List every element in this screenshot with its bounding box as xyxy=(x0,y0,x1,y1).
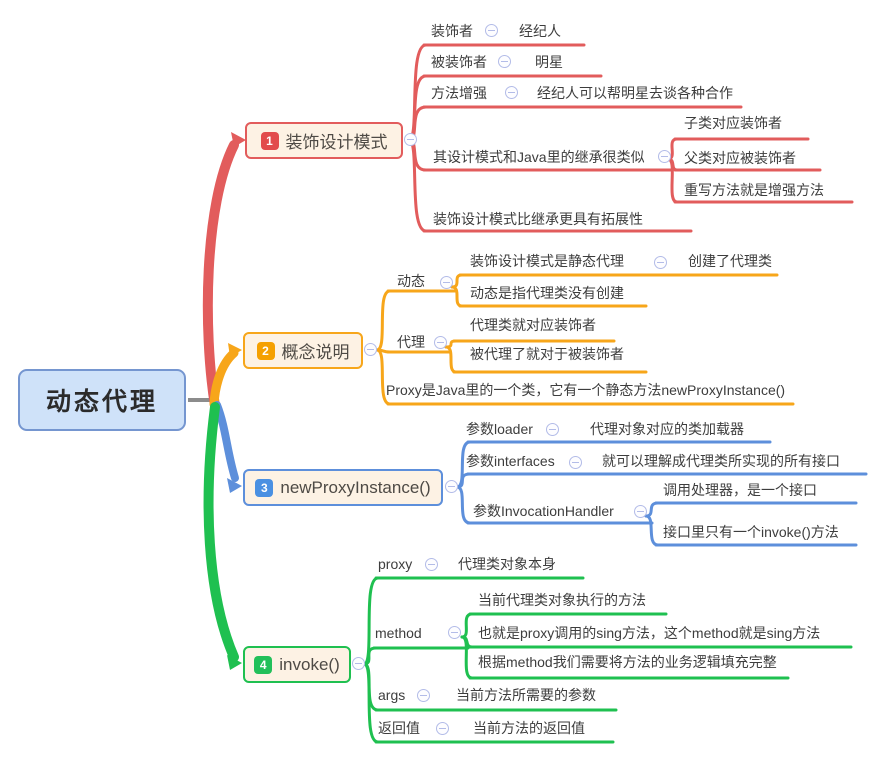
root-topic[interactable]: 动态代理 xyxy=(18,369,186,431)
node-method-desc1[interactable]: 当前代理类对象执行的方法 xyxy=(478,592,646,608)
node-param-loader[interactable]: 参数loader xyxy=(466,421,533,437)
collapse-icon[interactable] xyxy=(404,133,417,146)
node-decorator[interactable]: 装饰者 xyxy=(431,23,473,39)
node-method-enhance[interactable]: 方法增强 xyxy=(431,85,487,101)
node-arg-proxy-desc[interactable]: 代理类对象本身 xyxy=(458,556,556,572)
collapse-icon[interactable] xyxy=(485,24,498,37)
connector xyxy=(362,662,380,744)
branch2-arrow-icon xyxy=(228,343,242,357)
node-similar-to-inherit[interactable]: 其设计模式和Java里的继承很类似 xyxy=(433,149,645,165)
branch2-links xyxy=(375,273,795,406)
root-topic-label: 动态代理 xyxy=(45,388,158,416)
connector xyxy=(644,514,660,547)
branch2-curve xyxy=(209,348,239,409)
topic-label: newProxyInstance() xyxy=(280,477,431,497)
collapse-icon[interactable] xyxy=(425,558,438,571)
node-enhance-desc[interactable]: 经纪人可以帮明星去谈各种合作 xyxy=(537,85,733,101)
connector xyxy=(455,485,472,525)
node-args-desc[interactable]: 当前方法所需要的参数 xyxy=(456,687,596,703)
branch1-arrow-icon xyxy=(231,132,246,147)
collapse-icon[interactable] xyxy=(364,343,377,356)
collapse-icon[interactable] xyxy=(569,456,582,469)
collapse-icon[interactable] xyxy=(440,276,453,289)
node-proxy-class-desc[interactable]: Proxy是Java里的一个类，它有一个静态方法newProxyInstance… xyxy=(386,382,786,398)
collapse-icon[interactable] xyxy=(498,55,511,68)
collapse-icon[interactable] xyxy=(634,505,647,518)
collapse-icon[interactable] xyxy=(448,626,461,639)
node-override[interactable]: 重写方法就是增强方法 xyxy=(684,182,824,198)
priority-4-icon: 4 xyxy=(254,655,273,674)
branch3-curve xyxy=(213,401,239,482)
branch3-links xyxy=(455,440,868,547)
node-proxy[interactable]: 代理 xyxy=(397,334,425,350)
branch1-curve xyxy=(202,140,239,411)
collapse-icon[interactable] xyxy=(505,86,518,99)
topic-label: 概念说明 xyxy=(281,343,350,362)
node-superclass[interactable]: 父类对应被装饰者 xyxy=(684,150,796,166)
connector xyxy=(362,662,380,712)
node-handler-desc1[interactable]: 调用处理器，是一个接口 xyxy=(663,482,817,498)
connector xyxy=(375,348,392,406)
priority-3-icon: 3 xyxy=(255,478,274,497)
node-proxied-decorated[interactable]: 被代理了就对于被装饰者 xyxy=(470,346,624,362)
node-interfaces-desc[interactable]: 就可以理解成代理类所实现的所有接口 xyxy=(602,453,840,469)
node-dynamic-meaning[interactable]: 动态是指代理类没有创建 xyxy=(470,285,624,301)
node-return-desc[interactable]: 当前方法的返回值 xyxy=(473,720,585,736)
node-handler-desc2[interactable]: 接口里只有一个invoke()方法 xyxy=(663,524,839,540)
connector xyxy=(375,289,392,352)
branch3-arrow-icon xyxy=(227,478,242,493)
node-param-interfaces[interactable]: 参数interfaces xyxy=(466,453,555,469)
node-arg-proxy[interactable]: proxy xyxy=(378,556,413,572)
node-param-invocationhandler[interactable]: 参数InvocationHandler xyxy=(473,503,614,519)
collapse-icon[interactable] xyxy=(658,150,671,163)
collapse-icon[interactable] xyxy=(352,657,365,670)
priority-1-icon: 1 xyxy=(260,131,279,150)
connector xyxy=(644,501,660,518)
connector xyxy=(666,157,679,204)
node-method-desc2[interactable]: 也就是proxy调用的sing方法，这个method就是sing方法 xyxy=(478,625,821,641)
node-static-proxy[interactable]: 装饰设计模式是静态代理 xyxy=(470,253,624,269)
collapse-icon[interactable] xyxy=(434,336,447,349)
branch4-curve xyxy=(203,402,239,662)
topic-label: invoke() xyxy=(279,654,340,674)
node-created-proxy[interactable]: 创建了代理类 xyxy=(688,253,772,269)
node-method-desc3[interactable]: 根据method我们需要将方法的业务逻辑填充完整 xyxy=(478,654,777,670)
node-subclass[interactable]: 子类对应装饰者 xyxy=(684,115,782,131)
connector xyxy=(460,612,474,639)
node-loader-desc[interactable]: 代理对象对应的类加载器 xyxy=(590,421,744,437)
connector xyxy=(460,635,474,680)
node-proxy-decorator[interactable]: 代理类就对应装饰者 xyxy=(470,317,596,333)
topic-concept[interactable]: 2 概念说明 xyxy=(243,332,363,369)
node-return-value[interactable]: 返回值 xyxy=(378,720,420,736)
collapse-icon[interactable] xyxy=(654,256,667,269)
priority-2-icon: 2 xyxy=(256,341,275,360)
collapse-icon[interactable] xyxy=(445,480,458,493)
node-arg-method[interactable]: method xyxy=(375,625,422,641)
node-decorated[interactable]: 被装饰者 xyxy=(431,54,487,70)
node-dynamic[interactable]: 动态 xyxy=(397,273,425,289)
topic-newproxyinstance[interactable]: 3 newProxyInstance() xyxy=(243,469,443,506)
node-arg-args[interactable]: args xyxy=(378,687,406,703)
connector xyxy=(362,576,380,666)
node-star[interactable]: 明星 xyxy=(535,54,563,70)
connector xyxy=(407,138,428,233)
topic-decorator-pattern[interactable]: 1 装饰设计模式 xyxy=(245,122,403,159)
branch4-links xyxy=(362,576,853,744)
collapse-icon[interactable] xyxy=(436,722,449,735)
node-extensibility[interactable]: 装饰设计模式比继承更具有拓展性 xyxy=(433,211,643,227)
branch1-links xyxy=(407,43,854,233)
collapse-icon[interactable] xyxy=(546,423,559,436)
connector xyxy=(450,273,464,289)
collapse-icon[interactable] xyxy=(417,689,430,702)
node-agent[interactable]: 经纪人 xyxy=(519,23,561,39)
topic-invoke[interactable]: 4 invoke() xyxy=(243,646,351,683)
branch4-arrow-icon xyxy=(227,655,242,670)
topic-label: 装饰设计模式 xyxy=(285,133,388,152)
